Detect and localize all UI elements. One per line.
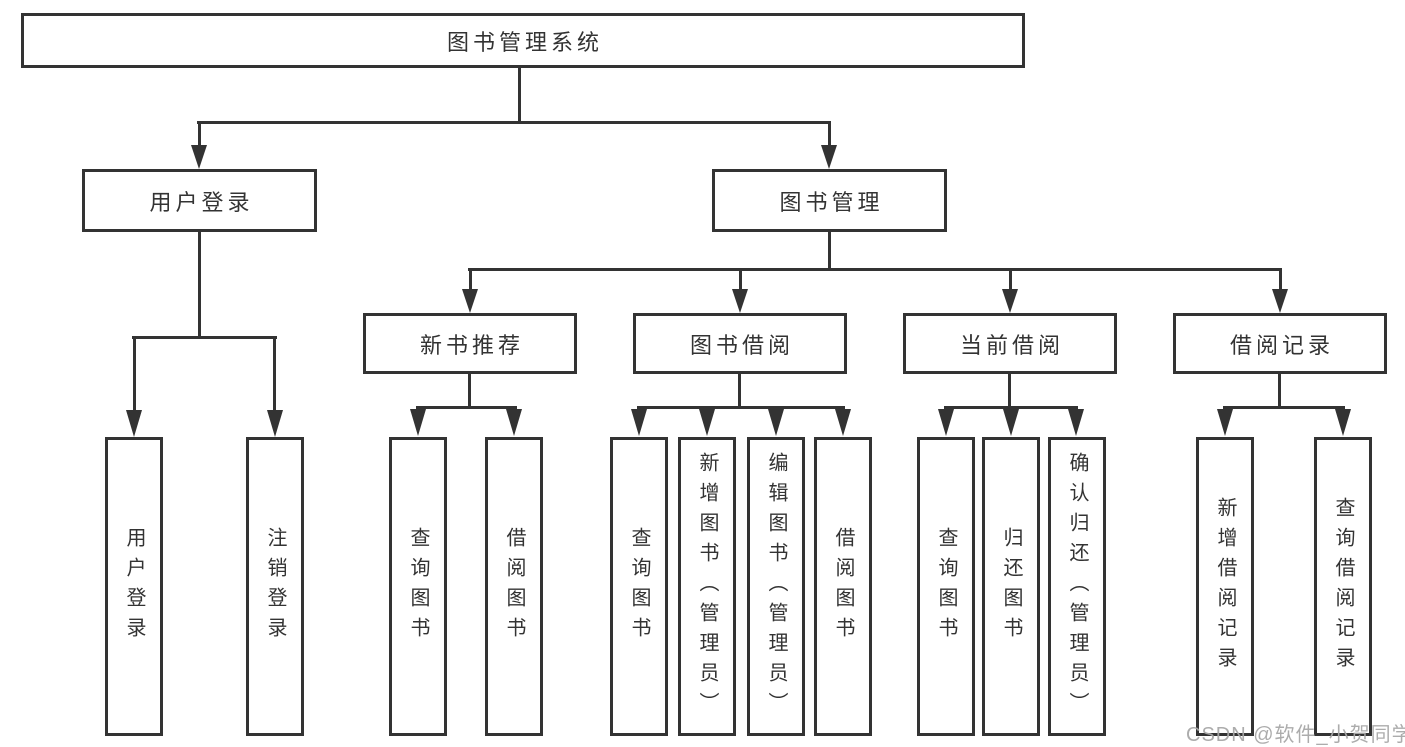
arrow-down-icon — [1335, 409, 1351, 436]
node-label: 查询图书 — [628, 526, 650, 647]
connector-newbook-horizontal — [416, 406, 517, 409]
node-label: 编辑图书（管理员） — [765, 451, 787, 722]
arrow-down-icon — [126, 410, 142, 437]
arrow-down-icon — [1272, 289, 1288, 313]
connector-stub-book-mgmt — [828, 123, 831, 147]
csdn-watermark: CSDN @软件_小贺同学 — [1186, 724, 1405, 746]
node-label: 确认归还（管理员） — [1066, 451, 1088, 722]
arrow-down-icon — [1068, 409, 1084, 436]
node-label: 借阅记录 — [1229, 332, 1334, 358]
connector-bookmgmt-vertical — [828, 232, 831, 271]
connector-records-vertical — [1278, 374, 1281, 409]
leaf-logout: 注销登录 — [246, 437, 304, 736]
leaf-add-book-admin: 新增图书（管理员） — [678, 437, 736, 736]
node-label: 归还图书 — [1000, 526, 1022, 647]
connector-stub-logout-leaf — [273, 338, 276, 412]
leaf-return-book: 归还图书 — [982, 437, 1040, 736]
connector-stub-current-borrow — [1009, 270, 1012, 291]
leaf-borrow-book-recommend: 借阅图书 — [485, 437, 543, 736]
node-label: 借阅图书 — [503, 526, 525, 647]
node-current-borrow: 当前借阅 — [903, 313, 1117, 374]
arrow-down-icon — [732, 289, 748, 313]
node-label: 图书管理 — [779, 189, 884, 215]
arrow-down-icon — [462, 289, 478, 313]
connector-stub-book-borrow — [739, 270, 742, 291]
node-label: 新书推荐 — [419, 332, 524, 358]
connector-root-vertical — [518, 68, 521, 124]
connector-stub-login-leaf — [133, 338, 136, 412]
node-user-login: 用户登录 — [82, 169, 317, 232]
leaf-add-borrow-record: 新增借阅记录 — [1196, 437, 1254, 736]
node-label: 借阅图书 — [832, 526, 854, 647]
connector-stub-new-book — [469, 270, 472, 291]
leaf-borrow-book: 借阅图书 — [814, 437, 872, 736]
arrow-down-icon — [410, 409, 426, 436]
connector-currentborrow-horizontal — [944, 406, 1078, 409]
arrow-down-icon — [191, 145, 207, 169]
arrow-down-icon — [631, 409, 647, 436]
leaf-query-current-borrow: 查询图书 — [917, 437, 975, 736]
connector-bookmgmt-horizontal — [468, 268, 1282, 271]
node-label: 查询借阅记录 — [1332, 496, 1354, 677]
arrow-down-icon — [506, 409, 522, 436]
node-borrow-records: 借阅记录 — [1173, 313, 1387, 374]
arrow-down-icon — [1003, 409, 1019, 436]
node-label: 注销登录 — [264, 526, 286, 647]
arrow-down-icon — [938, 409, 954, 436]
node-book-management: 图书管理 — [712, 169, 947, 232]
node-label: 查询图书 — [935, 526, 957, 647]
leaf-query-borrow-record: 查询借阅记录 — [1314, 437, 1372, 736]
node-label: 当前借阅 — [959, 332, 1064, 358]
arrow-down-icon — [768, 409, 784, 436]
node-book-borrow: 图书借阅 — [633, 313, 847, 374]
leaf-edit-book-admin: 编辑图书（管理员） — [747, 437, 805, 736]
node-label: 用户登录 — [123, 526, 145, 647]
node-label: 新增借阅记录 — [1214, 496, 1236, 677]
node-new-book-recommend: 新书推荐 — [363, 313, 577, 374]
node-label: 用户登录 — [149, 189, 254, 215]
arrow-down-icon — [821, 145, 837, 169]
node-label: 图书借阅 — [689, 332, 794, 358]
arrow-down-icon — [699, 409, 715, 436]
leaf-confirm-return-admin: 确认归还（管理员） — [1048, 437, 1106, 736]
connector-bookborrow-vertical — [738, 374, 741, 409]
node-label: 新增图书（管理员） — [696, 451, 718, 722]
connector-records-horizontal — [1223, 406, 1345, 409]
node-label: 查询图书 — [407, 526, 429, 647]
arrow-down-icon — [1217, 409, 1233, 436]
connector-currentborrow-vertical — [1008, 374, 1011, 409]
node-label: 图书管理系统 — [446, 29, 603, 55]
arrow-down-icon — [835, 409, 851, 436]
connector-newbook-vertical — [468, 374, 471, 409]
node-library-system: 图书管理系统 — [21, 13, 1025, 68]
connector-userlogin-vertical — [198, 232, 201, 339]
leaf-query-book-recommend: 查询图书 — [389, 437, 447, 736]
connector-root-horizontal — [197, 121, 831, 124]
arrow-down-icon — [1002, 289, 1018, 313]
connector-stub-borrow-records — [1279, 270, 1282, 291]
connector-userlogin-horizontal — [132, 336, 277, 339]
connector-bookborrow-horizontal — [637, 406, 845, 409]
connector-stub-user-login — [198, 123, 201, 147]
leaf-query-book: 查询图书 — [610, 437, 668, 736]
leaf-user-login: 用户登录 — [105, 437, 163, 736]
arrow-down-icon — [267, 410, 283, 437]
